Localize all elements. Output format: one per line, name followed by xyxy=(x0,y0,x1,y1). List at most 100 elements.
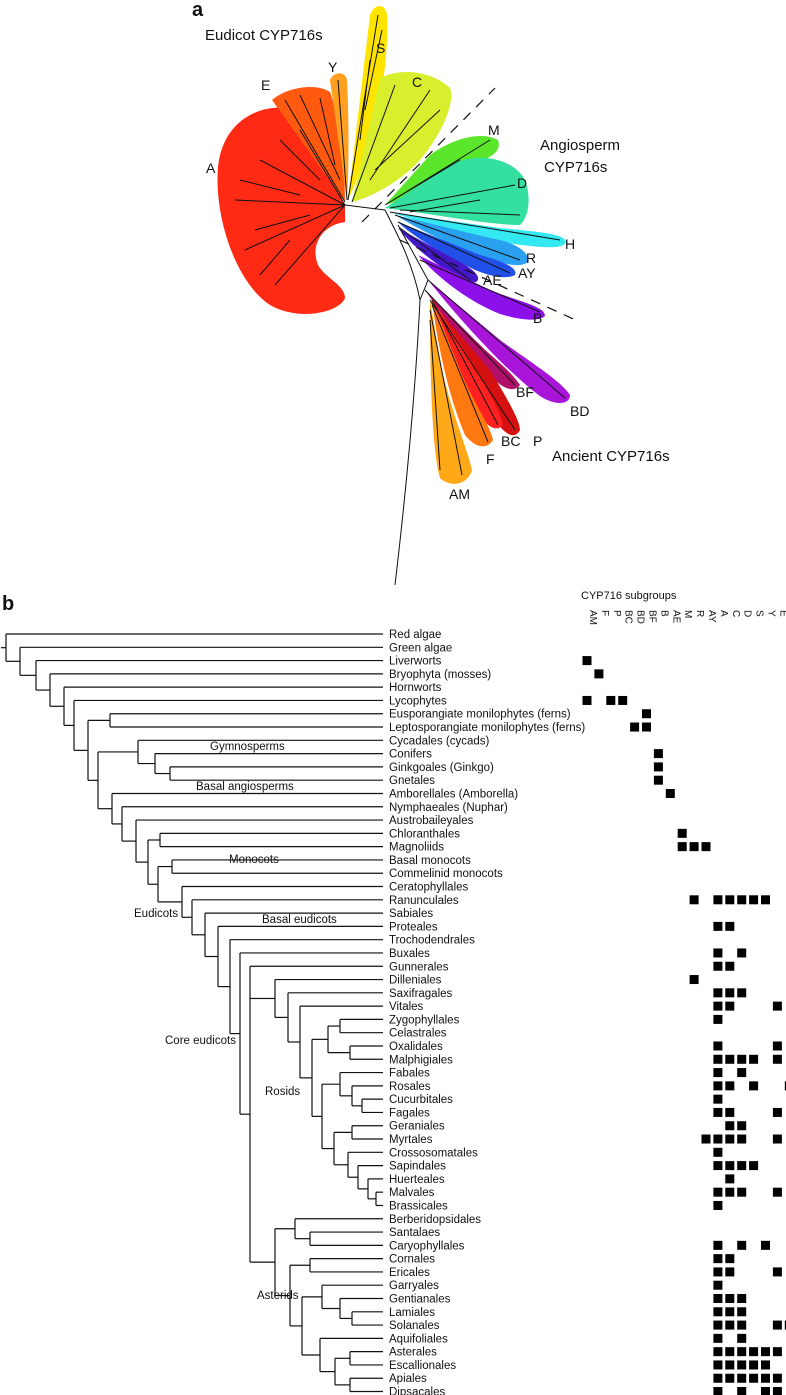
presence-cell-e xyxy=(772,1373,782,1383)
clade-monocots-label: Monocots xyxy=(229,854,279,866)
presence-cell-e xyxy=(772,1001,782,1011)
presence-cell-a xyxy=(713,1294,723,1303)
clade-f-lobe xyxy=(432,300,493,447)
taxon-label: Trochodendrales xyxy=(389,935,475,947)
presence-cell-am xyxy=(582,695,592,705)
presence-cell-a xyxy=(713,1280,723,1290)
taxon-label: Malvales xyxy=(389,1187,435,1199)
column-header-bd: BD xyxy=(635,610,646,624)
presence-cell-d xyxy=(737,1294,747,1303)
panel-a-label: a xyxy=(192,0,204,21)
group-angiosperm-label-1: Angiosperm xyxy=(540,137,620,154)
presence-cell-c xyxy=(725,961,735,971)
clade-label-m: M xyxy=(488,122,500,138)
presence-cell-a xyxy=(713,1134,723,1144)
presence-cell-a xyxy=(713,1001,723,1011)
matrix-title: CYP716 subgroups xyxy=(581,590,677,602)
presence-cell-c xyxy=(725,1320,735,1330)
taxon-label: Liverworts xyxy=(389,656,442,668)
column-header-b: B xyxy=(658,610,669,617)
presence-cell-c xyxy=(725,1294,735,1303)
taxon-label: Ceratophyllales xyxy=(389,882,469,894)
taxon-label: Ericales xyxy=(389,1267,430,1279)
group-ancient-label: Ancient CYP716s xyxy=(552,448,670,465)
presence-cell-c xyxy=(725,1134,735,1144)
presence-cell-d xyxy=(737,1240,747,1250)
presence-cell-am xyxy=(582,656,592,666)
taxon-label: Austrobaileyales xyxy=(389,815,474,827)
group-angiosperm-label-2: CYP716s xyxy=(544,159,607,176)
taxon-label: Magnoliids xyxy=(389,842,444,854)
presence-cell-e xyxy=(772,1054,782,1064)
presence-cell-c xyxy=(725,1360,735,1370)
presence-cell-s xyxy=(749,1373,759,1383)
column-header-bc: BC xyxy=(623,610,634,624)
clade-label-s: S xyxy=(376,40,385,56)
presence-cell-r xyxy=(689,842,699,852)
presence-cell-a xyxy=(713,1373,723,1383)
taxon-label: Gnetales xyxy=(389,775,435,787)
taxon-label: Commelinid monocots xyxy=(389,868,503,880)
presence-cell-e xyxy=(772,1387,782,1395)
presence-cell-ay xyxy=(701,842,711,852)
taxon-label: Chloranthales xyxy=(389,828,460,840)
clade-d-lobe xyxy=(385,157,529,225)
presence-cell-y xyxy=(761,895,770,905)
taxon-label: Fabales xyxy=(389,1068,430,1080)
taxon-label: Gunnerales xyxy=(389,961,449,973)
presence-cell-r xyxy=(689,895,699,905)
presence-cell-s xyxy=(749,1360,759,1370)
clade-r-lobe xyxy=(395,215,529,266)
clade-label-am: AM xyxy=(449,486,470,502)
clade-label-b: B xyxy=(533,310,542,326)
taxon-label: Vitales xyxy=(389,1001,424,1013)
taxon-label: Celastrales xyxy=(389,1028,447,1040)
taxon-label: Zygophyllales xyxy=(389,1014,460,1026)
taxon-label: Cycadales (cycads) xyxy=(389,735,490,747)
presence-cell-a xyxy=(713,1094,723,1104)
presence-cell-f xyxy=(594,669,604,679)
presence-cell-bf xyxy=(642,722,651,732)
presence-cell-c xyxy=(725,1307,735,1317)
column-header-e: E xyxy=(777,610,786,617)
taxon-label: Hornworts xyxy=(389,682,442,694)
column-header-r: R xyxy=(694,610,705,617)
presence-cell-b xyxy=(653,749,663,759)
column-header-ae: AE xyxy=(670,610,681,624)
taxon-label: Bryophyta (mosses) xyxy=(389,669,491,681)
presence-cell-d xyxy=(737,1360,747,1370)
taxon-label: Ranunculales xyxy=(389,895,459,907)
presence-cell-d xyxy=(737,1347,747,1357)
presence-cell-d xyxy=(737,1373,747,1383)
clade-gymnosperms-label: Gymnosperms xyxy=(210,741,285,753)
clade-h-lobe xyxy=(390,212,566,248)
presence-cell-ae xyxy=(665,788,675,798)
taxon-label: Huerteales xyxy=(389,1174,445,1186)
presence-cell-e xyxy=(772,1267,782,1277)
presence-cell-d xyxy=(737,1068,747,1078)
presence-cell-a xyxy=(713,988,723,998)
c-branches xyxy=(351,84,441,203)
presence-cell-a xyxy=(713,1107,723,1117)
column-header-m: M xyxy=(682,610,693,618)
taxon-label: Dipsacales xyxy=(389,1387,445,1395)
presence-cell-c xyxy=(725,1161,735,1171)
presence-cell-c xyxy=(725,988,735,998)
column-header-am: AM xyxy=(587,610,598,625)
presence-cell-a xyxy=(713,921,723,931)
clade-label-ae: AE xyxy=(483,272,502,288)
clade-label-bf: BF xyxy=(516,384,534,400)
presence-cell-d xyxy=(737,895,747,905)
h-r-ay-branches xyxy=(389,211,561,281)
column-header-a: A xyxy=(718,610,729,617)
clade-label-ay: AY xyxy=(518,265,536,281)
presence-cell-y xyxy=(761,1387,770,1395)
column-header-p: P xyxy=(611,610,622,617)
clade-basal-angiosperms-label: Basal angiosperms xyxy=(196,781,294,793)
taxon-label: Aquifoliales xyxy=(389,1333,448,1345)
presence-cell-y xyxy=(761,1240,770,1250)
presence-cell-d xyxy=(737,1320,747,1330)
e-branches xyxy=(284,94,346,203)
